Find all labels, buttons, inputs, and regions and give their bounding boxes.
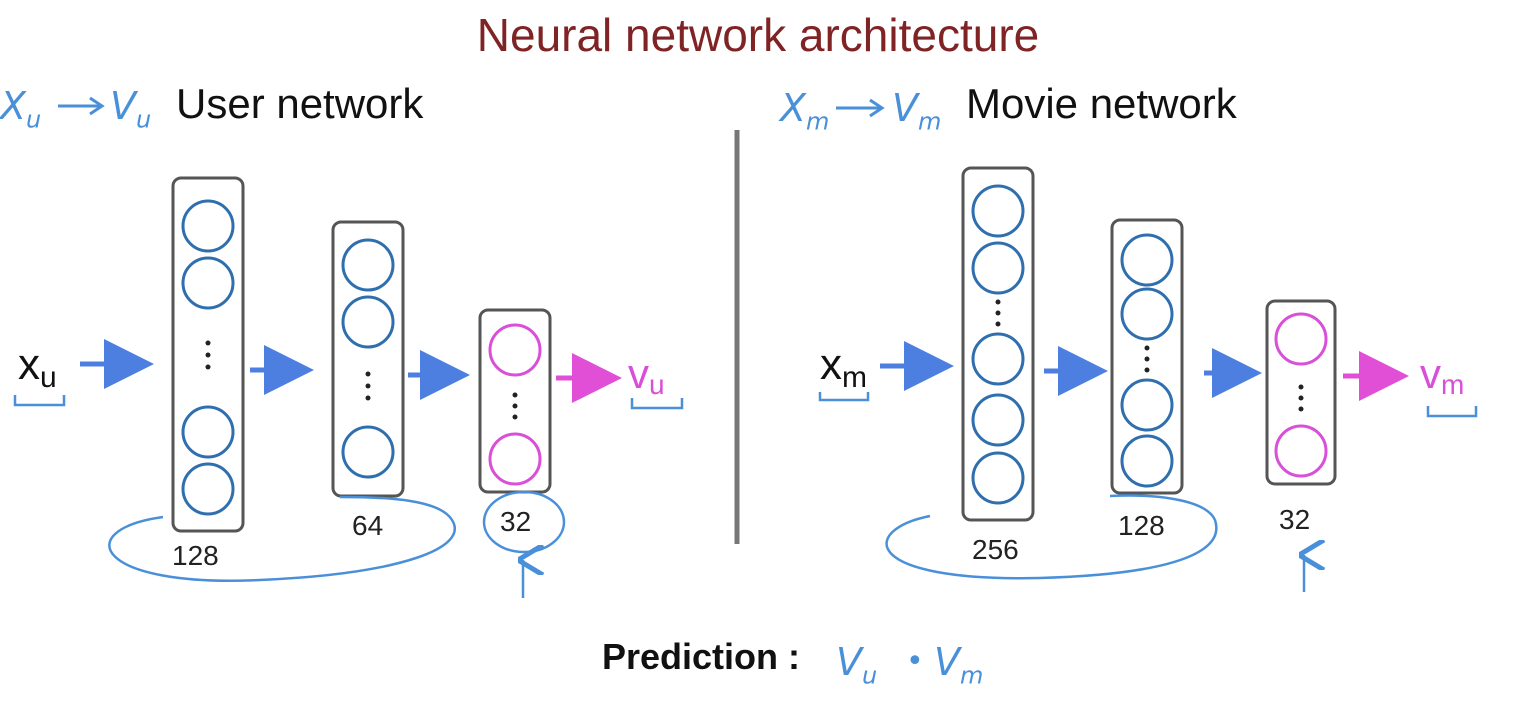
user-output-label: vu (628, 350, 665, 400)
movie-layer-2-node (1120, 378, 1174, 432)
movie-layer-1-node (971, 241, 1025, 295)
movie-layer-1-ellipsis (995, 299, 1001, 327)
movie-layer-3-box (1265, 299, 1337, 486)
movie-layer-1-node (971, 184, 1025, 238)
movie-annotation-in: Xm (780, 86, 830, 136)
user-layer-2-size: 64 (352, 510, 384, 541)
movie-input-bracket (818, 392, 870, 402)
user-layer-1-node (181, 462, 235, 516)
user-output-node (488, 323, 542, 377)
prediction-user-vector: Vu (836, 640, 878, 690)
movie-input-label: xm (820, 340, 867, 394)
user-output-bracket (630, 398, 684, 410)
user-input-label: xu (18, 340, 57, 394)
page-title: Neural network architecture (476, 9, 1040, 61)
movie-layer-1-node (971, 332, 1025, 386)
movie-hidden-layers-ellipse (885, 494, 1218, 580)
user-layer-3-size: 32 (500, 506, 532, 537)
user-annotation-arrowhead (89, 96, 105, 116)
user-layer-1-ellipsis (205, 340, 211, 370)
movie-output-bracket (1426, 406, 1478, 418)
user-layer-2-node (341, 425, 395, 479)
user-output-node (488, 432, 542, 486)
movie-layer-2-ellipsis (1144, 345, 1150, 373)
movie-layer-3-size: 32 (1279, 504, 1311, 535)
user-layer-1-node (181, 256, 235, 310)
user-layer-3-ellipsis (512, 392, 518, 420)
user-layer-2-ellipsis (365, 371, 371, 401)
user-annotation-in: Xu (0, 84, 42, 134)
movie-layer-2-node (1120, 233, 1174, 287)
user-layer-2-node (341, 295, 395, 349)
user-layer-1-size: 128 (172, 540, 219, 571)
user-layer-2-node (341, 238, 395, 292)
movie-layer-2-node (1120, 287, 1174, 341)
user-input-bracket (13, 395, 66, 407)
movie-layer-2-box (1110, 218, 1184, 495)
user-layer-1-node (181, 405, 235, 459)
movie-layer-2-size: 128 (1118, 510, 1165, 541)
movie-layer-2-node (1120, 434, 1174, 488)
movie-output-node (1274, 424, 1328, 478)
prediction-movie-vector: Vm (934, 640, 984, 690)
movie-annotation-arrowhead (869, 98, 885, 118)
prediction-dot: • (906, 644, 924, 679)
user-layer-1-node (181, 199, 235, 253)
user-annotation-out: Vu (110, 84, 152, 134)
movie-layer-1-box (961, 166, 1035, 522)
movie-output-node (1274, 312, 1328, 366)
movie-network-heading: Movie network (966, 80, 1237, 127)
prediction-label: Prediction : (602, 636, 801, 677)
movie-layer-1-size: 256 (972, 534, 1019, 565)
movie-annotation-out: Vm (892, 86, 942, 136)
movie-layer-1-node (971, 451, 1025, 505)
movie-layer-1-node (971, 393, 1025, 447)
user-network-heading: User network (176, 80, 424, 127)
user-layer-1-box (171, 176, 245, 533)
user-layer-2-box (331, 220, 405, 498)
movie-output-label: vm (1420, 350, 1465, 400)
movie-layer-3-ellipsis (1298, 384, 1304, 412)
user-hidden-layers-ellipse (108, 495, 456, 582)
